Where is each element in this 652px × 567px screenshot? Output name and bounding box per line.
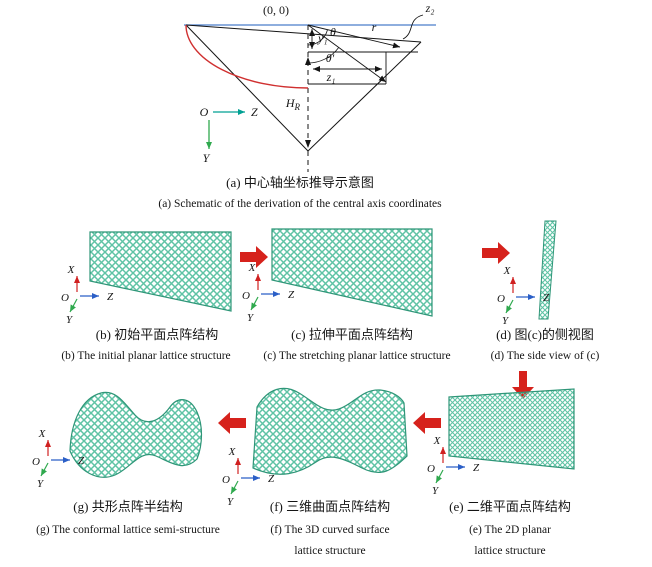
caption-d-zh: (d) 图(c)的侧视图: [496, 327, 594, 342]
caption-g-zh: (g) 共形点阵半结构: [73, 499, 182, 514]
spherical-cap-arc: [185, 24, 309, 89]
hr-dimension-arrowhead-up: [305, 57, 311, 65]
hr-label-base: H: [285, 96, 296, 110]
theta-prime-label: θ′: [326, 51, 335, 65]
schematic-axes: O Z Y: [200, 105, 258, 165]
lattice-e-shape: [448, 388, 575, 470]
hr-label-subscript: R: [294, 102, 301, 112]
arrow-f-to-g: [218, 412, 246, 434]
caption-c-zh: (c) 拉伸平面点阵结构: [291, 327, 413, 342]
caption-a-zh: (a) 中心轴坐标推导示意图: [226, 175, 374, 190]
cone-right-edge: [307, 41, 422, 152]
schematic-y-axis-label: Y: [203, 151, 211, 165]
caption-e-en-line2: lattice structure: [474, 545, 545, 557]
cone-left-edge: [185, 24, 309, 152]
lattice-g-shape: [69, 391, 203, 478]
caption-a-en: (a) Schematic of the derivation of the c…: [158, 198, 442, 210]
r-vector-arrow: [307, 24, 401, 49]
theta-prime-angle-arc: [307, 47, 339, 64]
r-label: r: [372, 20, 377, 34]
lattice-b-shape: [89, 231, 232, 312]
cone-top-edge: [185, 24, 422, 43]
r-prime-vector-arrow: [307, 24, 387, 83]
caption-c-en: (c) The stretching planar lattice struct…: [263, 350, 450, 362]
caption-e-en-line1: (e) The 2D planar: [469, 524, 551, 536]
caption-f-zh: (f) 三维曲面点阵结构: [270, 499, 390, 514]
caption-e-zh: (e) 二维平面点阵结构: [449, 499, 571, 514]
z2-label: z₂: [425, 1, 435, 15]
caption-f-en-line1: (f) The 3D curved surface: [270, 524, 389, 536]
arrow-c-to-d: [482, 242, 510, 264]
caption-g-en: (g) The conformal lattice semi-structure: [36, 524, 220, 536]
lattice-d-shape: [538, 220, 557, 320]
schematic-a: (0, 0) z₂ y₁ θ r θ′ z₁ HR O Z Y (a) 中心轴坐…: [158, 1, 442, 210]
y1-label: y₁: [317, 31, 328, 45]
origin-coordinate-label: (0, 0): [263, 3, 289, 17]
caption-b-en: (b) The initial planar lattice structure: [61, 350, 230, 362]
lattice-c-shape: [271, 228, 433, 317]
z2-leader-squiggle: [402, 14, 424, 40]
lattice-row-bottom: (g) 共形点阵半结构 (g) The conformal lattice se…: [32, 387, 575, 557]
hr-label: HR: [285, 96, 301, 112]
caption-f-en-line2: lattice structure: [294, 545, 365, 557]
hr-dimension-arrowhead-down: [305, 140, 311, 148]
caption-d-en: (d) The side view of (c): [491, 350, 600, 362]
lattice-f-shape: [252, 387, 408, 475]
arrow-e-to-f: [413, 412, 441, 434]
schematic-z-axis-label: Z: [251, 105, 258, 119]
caption-b-zh: (b) 初始平面点阵结构: [96, 327, 218, 342]
schematic-origin-label: O: [200, 105, 209, 119]
theta-label: θ: [330, 25, 336, 39]
arrow-b-to-c: [240, 246, 268, 268]
lattice-row-middle: (b) 初始平面点阵结构 (b) The initial planar latt…: [61, 220, 600, 362]
z1-label: z₁: [326, 70, 336, 84]
